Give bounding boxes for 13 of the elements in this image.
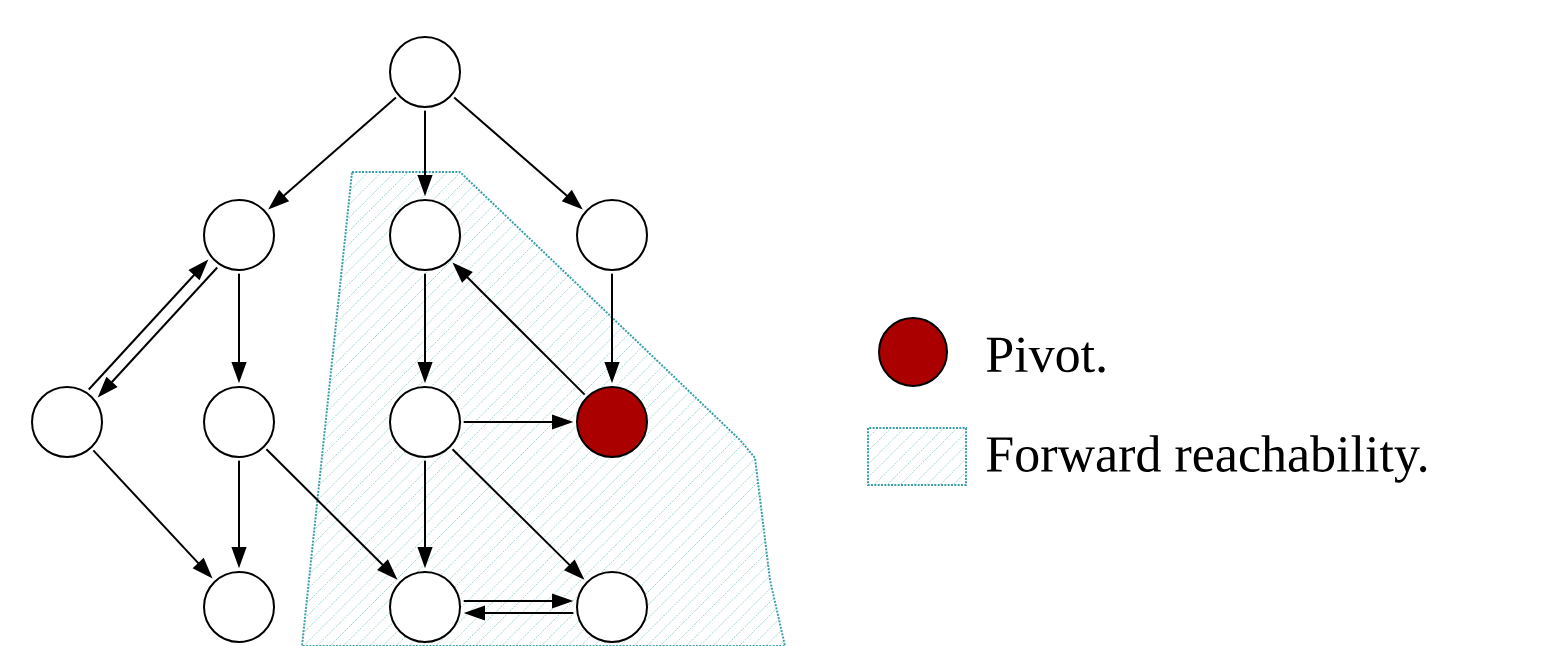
- graph-node: [203, 571, 275, 643]
- graph-node: [389, 199, 461, 271]
- graph-node: [203, 386, 275, 458]
- graph-node: [576, 199, 648, 271]
- legend-label: Forward reachability.: [986, 435, 1427, 483]
- graph-node: [389, 36, 461, 108]
- legend-label: Pivot.: [986, 337, 1105, 373]
- graph-node: [576, 571, 648, 643]
- pivot-node: [576, 386, 648, 458]
- graph-node: [31, 386, 103, 458]
- graph-node: [389, 386, 461, 458]
- graph-node: [389, 571, 461, 643]
- graph-node: [203, 199, 275, 271]
